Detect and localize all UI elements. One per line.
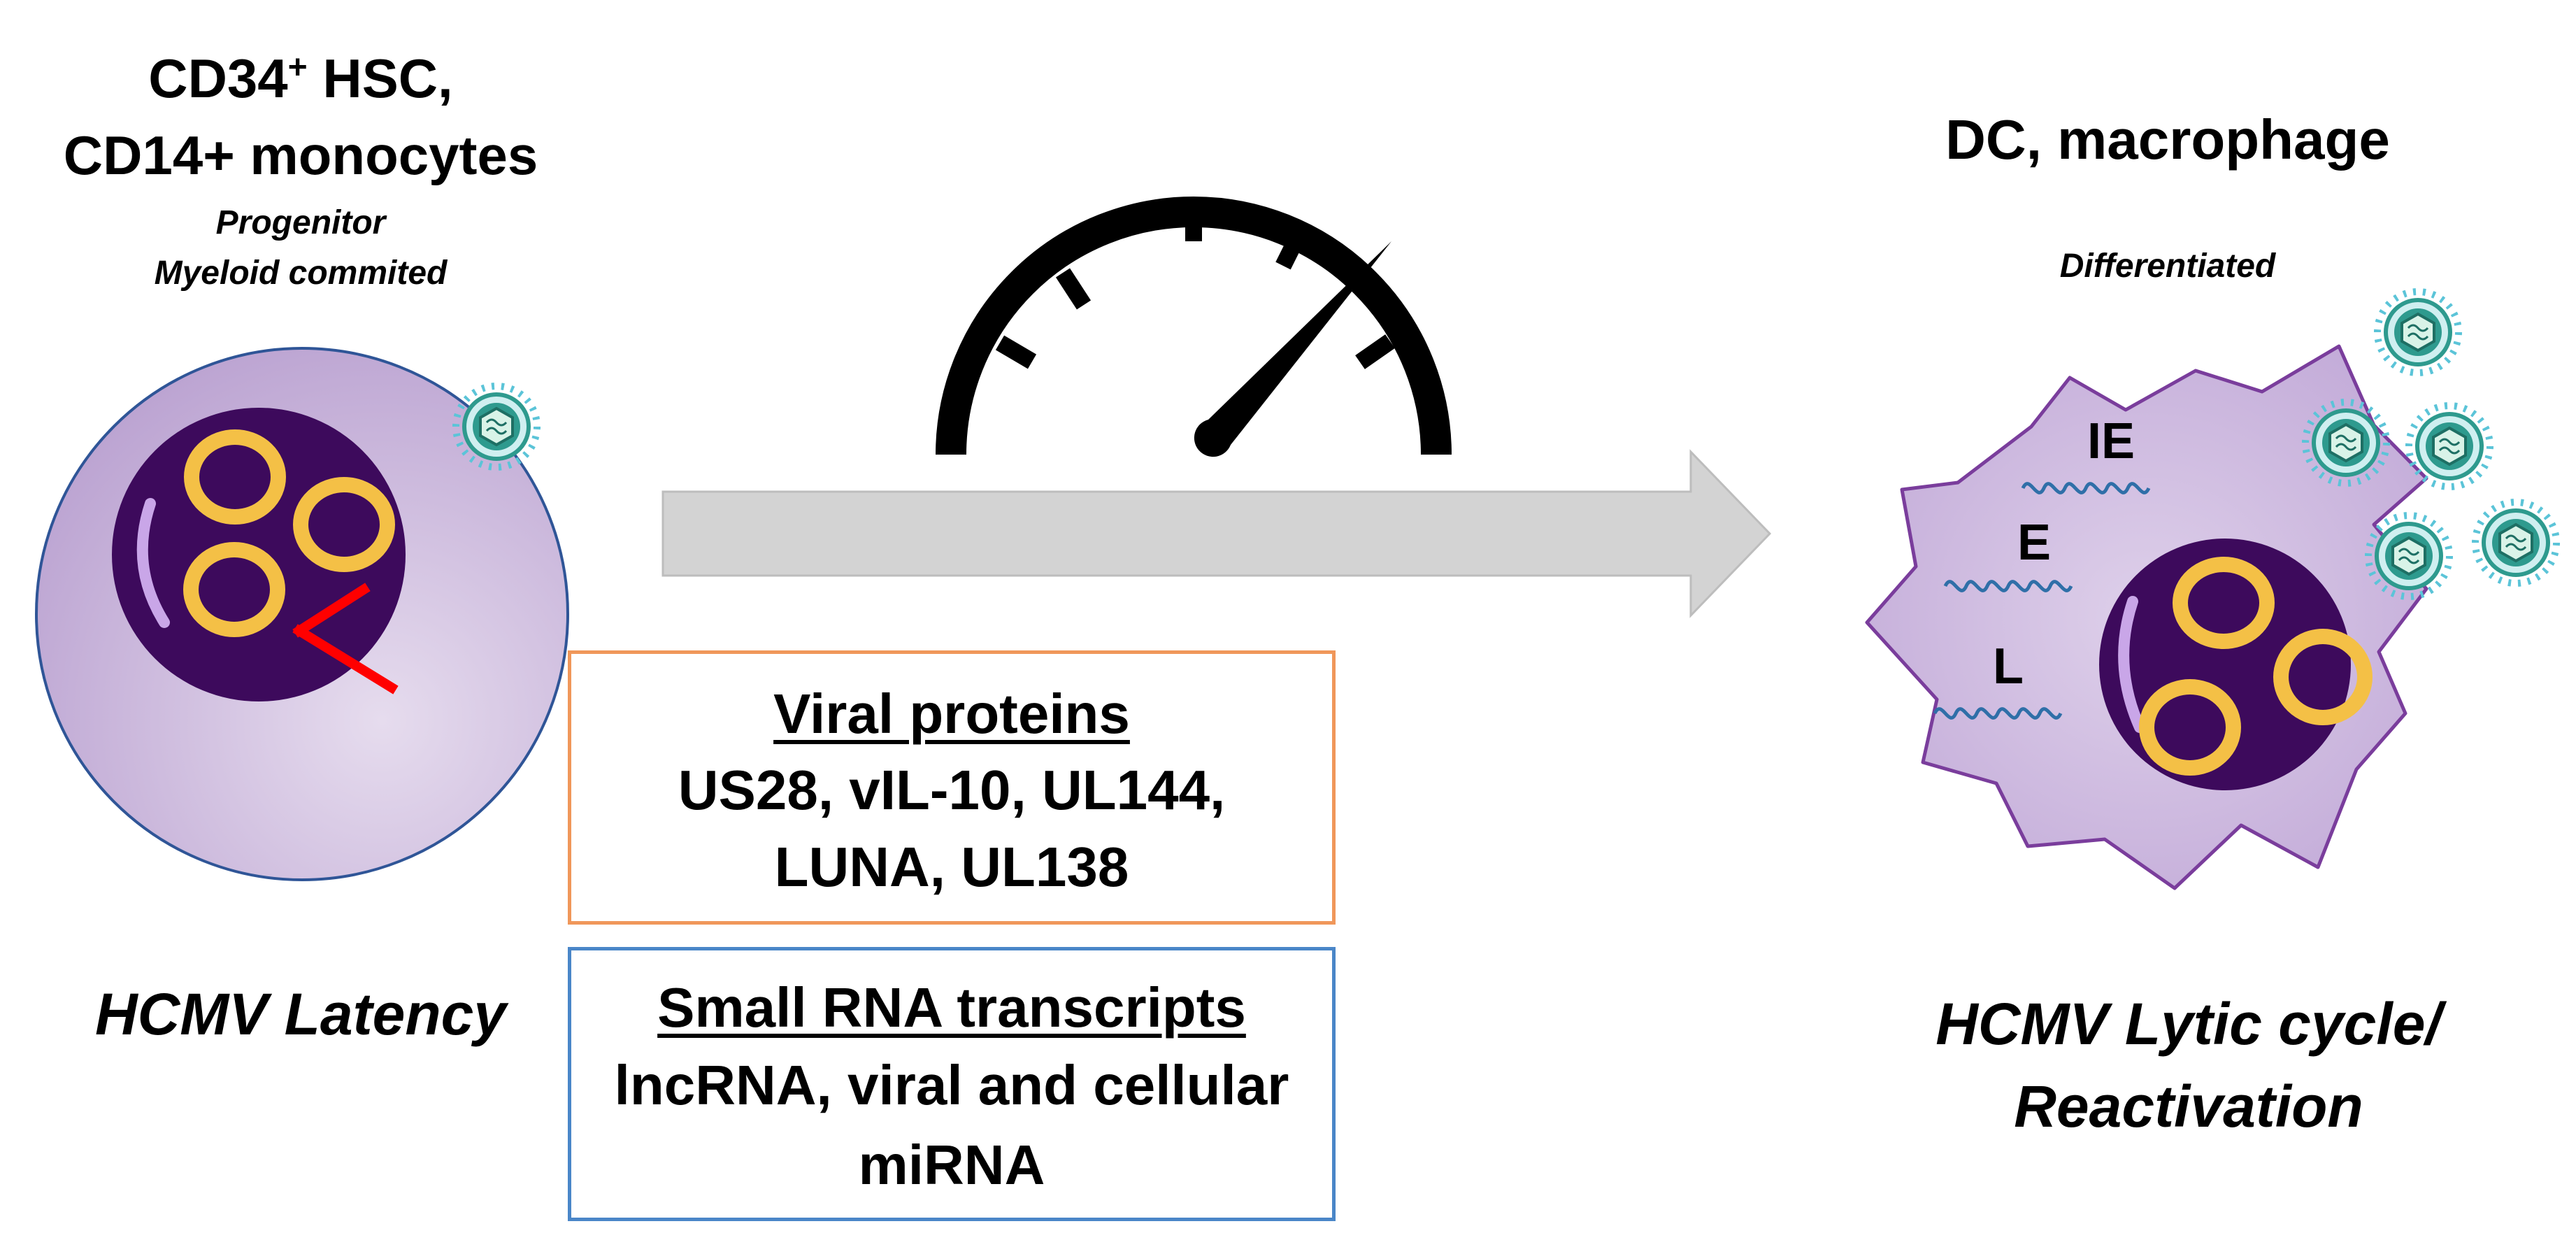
- speedometer-icon: [936, 197, 1452, 457]
- left-title-sup: +: [287, 49, 308, 86]
- left-subtitle-line2: Myeloid commited: [154, 255, 448, 292]
- progression-arrow-icon: [661, 449, 1772, 618]
- gene-label-e: E: [2017, 515, 2052, 571]
- progenitor-cell: [35, 347, 569, 881]
- right-subtitle: Differentiated: [2059, 248, 2276, 285]
- gene-label-l: L: [1993, 639, 2024, 694]
- gene-label-ie: IE: [2087, 413, 2135, 469]
- small-rna-line1: lncRNA, viral and cellular: [614, 1054, 1289, 1116]
- virion-icon: [2377, 292, 2459, 373]
- macrophage-cell: [1865, 344, 2428, 890]
- left-subtitle: Progenitor Myeloid commited: [14, 198, 587, 299]
- inhibition-icon: [292, 583, 399, 694]
- latency-caption: HCMV Latency: [94, 981, 507, 1047]
- right-title: DC, macrophage: [1945, 108, 2390, 171]
- lytic-genomes: [2139, 557, 2373, 776]
- left-title: CD34+ HSC, CD14+ monocytes: [14, 29, 587, 194]
- viral-proteins-heading: Viral proteins: [773, 683, 1130, 745]
- small-rna-line2: miRNA: [858, 1134, 1045, 1196]
- small-rna-heading: Small RNA transcripts: [657, 976, 1246, 1039]
- left-title-line2: CD14+ monocytes: [63, 124, 538, 186]
- viral-proteins-line2: LUNA, UL138: [774, 836, 1129, 898]
- lytic-caption-line2: Reactivation: [2014, 1074, 2363, 1139]
- left-title-line1-rest: HSC,: [307, 48, 453, 109]
- latent-episomes: [183, 429, 395, 637]
- left-title-line1: CD34: [148, 48, 288, 109]
- lytic-caption-line1: HCMV Lytic cycle/: [1935, 991, 2442, 1057]
- viral-proteins-box: Viral proteins US28, vIL-10, UL144, LUNA…: [568, 650, 1336, 925]
- left-subtitle-line1: Progenitor: [215, 204, 386, 241]
- virion-icon: [2475, 502, 2556, 583]
- small-rna-box: Small RNA transcripts lncRNA, viral and …: [568, 947, 1336, 1221]
- viral-proteins-line1: US28, vIL-10, UL144,: [678, 759, 1226, 821]
- lytic-caption: HCMV Lytic cycle/ Reactivation: [1846, 983, 2531, 1148]
- macrophage-nucleus: [2099, 539, 2351, 790]
